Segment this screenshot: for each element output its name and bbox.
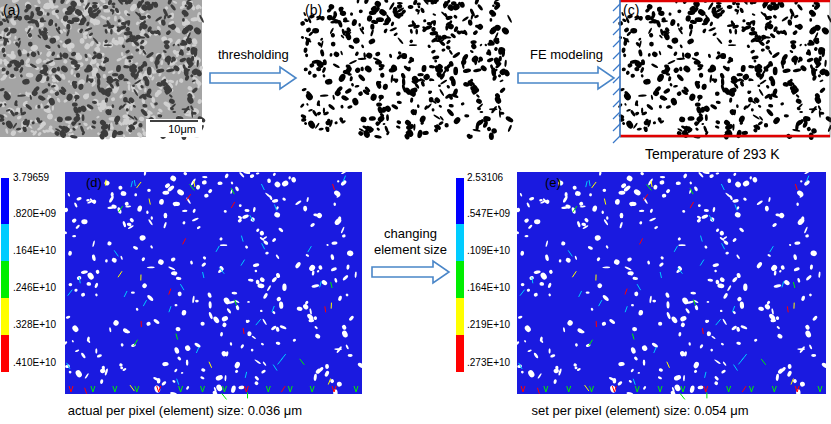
block-arrow (518, 67, 614, 89)
colorbar-value: .547E+09 (467, 208, 510, 219)
colorbar-value: .273E+10 (467, 357, 510, 368)
panel-caption: actual per pixel (element) size: 0.036 μ… (0, 404, 370, 419)
figure-panel: (b) (302, 0, 510, 137)
colorbar-value: .219E+10 (467, 319, 510, 330)
panel-image (455, 168, 828, 398)
arrow-label: changing element size (372, 226, 449, 257)
panel-image (0, 0, 202, 137)
panel-caption: Temperature of 293 K (645, 146, 780, 162)
colorbar-value: .164E+10 (13, 245, 56, 256)
block-arrow (372, 261, 449, 283)
colorbar-value: .410E+10 (13, 357, 56, 368)
arrow-label: thresholding (216, 47, 291, 63)
colorbar-value: .164E+10 (467, 282, 510, 293)
figure-panel: (e)set per pixel (element) size: 0.054 μ… (455, 168, 828, 398)
panel-caption: set per pixel (element) size: 0.054 μm (455, 404, 825, 419)
panel-image (302, 0, 510, 137)
colorbar-value: .328E+10 (13, 319, 56, 330)
colorbar-value: .109E+10 (467, 245, 510, 256)
colorbar-value: .820E+09 (13, 208, 56, 219)
colorbar-value: 2.53106 (467, 172, 503, 183)
block-arrow (210, 67, 296, 89)
colorbar-value: 3.79659 (13, 172, 49, 183)
arrow-label: FE modeling (528, 47, 605, 63)
panel-letter: (d) (86, 176, 102, 191)
panel-letter: (e) (545, 176, 561, 191)
panel-letter: (c) (623, 2, 639, 18)
colorbar-value: .246E+10 (13, 282, 56, 293)
panel-image (620, 0, 830, 137)
figure-panel: (a) 10μm (0, 0, 202, 137)
scale-label: 10μm (164, 123, 200, 136)
panel-letter: (a) (3, 2, 20, 18)
figure-panel: (c)Temperature of 293 K (620, 0, 830, 137)
panel-letter: (b) (305, 2, 322, 18)
